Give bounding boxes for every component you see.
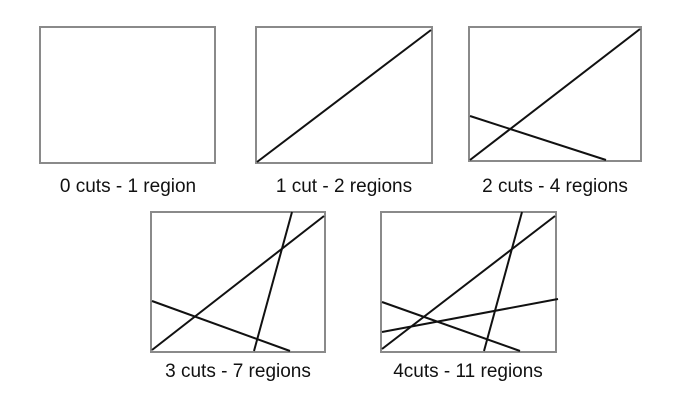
panel-4-cuts: 4cuts - 11 regions	[380, 211, 559, 382]
panel-1-cut-line-1	[256, 29, 432, 163]
panel-4-cut-line-2	[381, 301, 521, 352]
panel-1-cut: 1 cut - 2 regions	[255, 26, 433, 197]
panel-3-cut-line-3	[253, 211, 293, 352]
panel-3-cuts: 3 cuts - 7 regions	[150, 211, 326, 382]
panel-4-cut-line-3	[483, 211, 523, 352]
panel-0-caption: 0 cuts - 1 region	[60, 176, 196, 197]
panel-2-cut-line-1	[469, 28, 641, 161]
panel-1-caption: 1 cut - 2 regions	[276, 176, 412, 197]
panel-4-cut-line-4	[381, 298, 559, 333]
panel-4-caption: 4cuts - 11 regions	[393, 361, 543, 382]
panel-0-frame	[39, 26, 216, 164]
panel-3-cut-line-1	[151, 215, 325, 351]
panel-2-cut-line-2	[469, 115, 607, 161]
panel-2-caption: 2 cuts - 4 regions	[482, 176, 628, 197]
panel-2-cuts: 2 cuts - 4 regions	[468, 26, 642, 197]
panel-3-cut-line-2	[151, 300, 291, 352]
panel-0-cuts: 0 cuts - 1 region	[39, 26, 216, 197]
panel-3-caption: 3 cuts - 7 regions	[165, 361, 311, 382]
